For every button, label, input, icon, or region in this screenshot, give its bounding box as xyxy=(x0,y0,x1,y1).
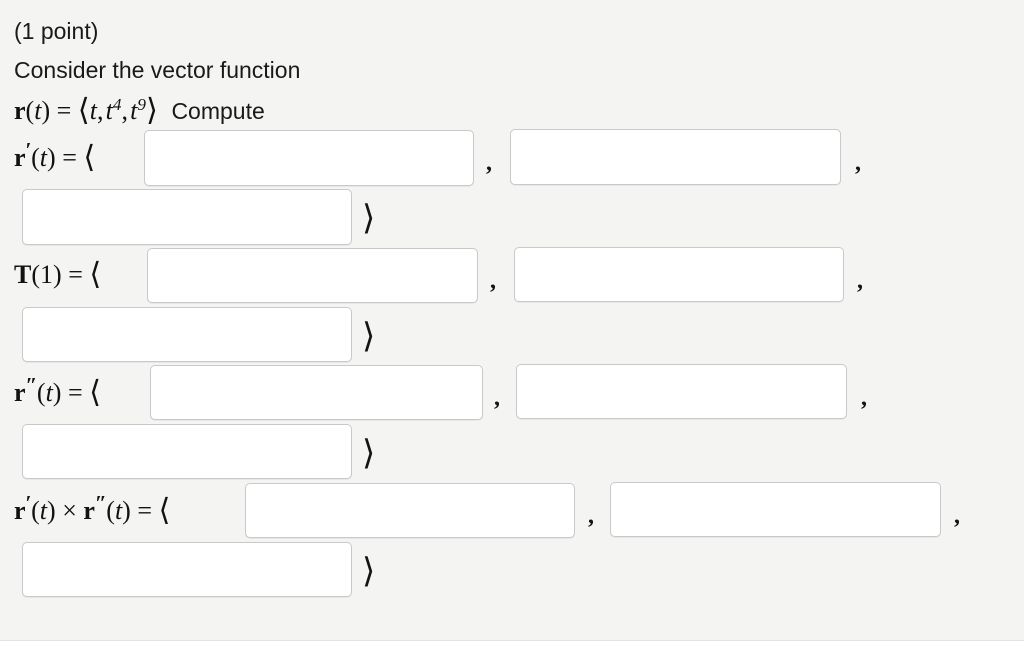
close-angle-T1: ⟩ xyxy=(362,318,376,355)
answer-input-T1-y[interactable] xyxy=(514,247,844,302)
compute-word: Compute xyxy=(171,98,265,124)
section-divider xyxy=(0,640,1024,641)
separator-comma-r-dprime-1: , xyxy=(494,385,500,411)
T1-equals: = xyxy=(68,260,83,289)
label-r-prime: r′(t) = ⟨ xyxy=(14,138,96,174)
cross-argument-1: t xyxy=(39,495,48,525)
r-dprime-vector-symbol: r xyxy=(14,377,26,407)
answer-input-r-dprime-y[interactable] xyxy=(516,364,847,419)
cross-equals: = xyxy=(137,495,153,525)
r-dprime-open-angle: ⟨ xyxy=(89,374,102,409)
separator-comma-cross-2: , xyxy=(954,503,960,529)
cross-argument-2: t xyxy=(114,495,123,525)
cross-prime-mark-2: ″ xyxy=(94,491,107,515)
r-prime-vector-symbol: r xyxy=(14,142,26,172)
cross-vector-symbol-1: r xyxy=(14,495,26,525)
T1-open-angle: ⟨ xyxy=(89,257,102,291)
definition-exponent-3: 9 xyxy=(137,95,146,115)
r-dprime-equals: = xyxy=(67,377,83,407)
T1-argument: 1 xyxy=(40,260,54,289)
answer-input-r-dprime-x[interactable] xyxy=(150,365,483,420)
definition-variable: t xyxy=(34,96,42,125)
label-cross-product: r′(t) × r″(t) = ⟨ xyxy=(14,491,171,527)
answer-input-cross-y[interactable] xyxy=(610,482,941,537)
answer-input-r-prime-x[interactable] xyxy=(144,130,474,186)
definition-exponent-2: 4 xyxy=(112,95,122,115)
separator-comma-T1-1: , xyxy=(490,268,496,294)
cross-prime-mark-1: ′ xyxy=(25,491,32,515)
T1-paren-open: ( xyxy=(31,260,41,289)
answer-input-r-dprime-z[interactable] xyxy=(22,424,352,479)
answer-input-r-prime-y[interactable] xyxy=(510,129,841,185)
close-angle-r-dprime: ⟩ xyxy=(362,435,376,472)
cross-paren-close-1: ) xyxy=(47,495,56,525)
T1-paren-close: ) xyxy=(53,260,62,289)
r-prime-argument: t xyxy=(39,142,48,172)
close-angle-r-prime: ⟩ xyxy=(362,200,376,237)
r-prime-equals: = xyxy=(62,142,77,172)
r-prime-paren-close: ) xyxy=(47,142,56,172)
page-footer-area xyxy=(0,641,1024,657)
cross-paren-open-2: ( xyxy=(106,495,115,525)
cross-product-operator: × xyxy=(62,495,77,525)
r-dprime-paren-open: ( xyxy=(36,377,46,407)
answer-input-T1-x[interactable] xyxy=(147,248,478,303)
T1-vector-symbol: T xyxy=(14,260,32,289)
definition-close-angle: ⟩ xyxy=(145,93,158,127)
answer-input-cross-x[interactable] xyxy=(245,483,575,538)
r-dprime-prime-mark: ″ xyxy=(25,373,38,397)
definition-equals: = xyxy=(56,96,72,125)
definition-component-1: t xyxy=(89,96,97,125)
definition-component-2: t xyxy=(105,96,113,125)
separator-comma-r-dprime-2: , xyxy=(861,385,867,411)
problem-prompt: Consider the vector function xyxy=(14,57,301,83)
answer-input-r-prime-z[interactable] xyxy=(22,189,352,245)
definition-open-angle: ⟨ xyxy=(77,93,90,127)
points-label: (1 point) xyxy=(14,18,99,44)
r-dprime-argument: t xyxy=(45,377,53,407)
cross-paren-open-1: ( xyxy=(31,495,40,525)
definition-component-3: t xyxy=(130,96,138,125)
answer-input-cross-z[interactable] xyxy=(22,542,352,597)
separator-comma-cross-1: , xyxy=(588,503,594,529)
answer-input-T1-z[interactable] xyxy=(22,307,352,362)
definition-vector-symbol: r xyxy=(14,96,26,125)
r-prime-open-angle: ⟨ xyxy=(83,139,96,174)
r-prime-paren-open: ( xyxy=(31,142,40,172)
r-dprime-paren-close: ) xyxy=(52,377,62,407)
vector-function-definition: r(t) = ⟨t, t4, t9⟩ Compute xyxy=(14,93,265,127)
separator-comma-r-prime-1: , xyxy=(486,150,492,176)
separator-comma-T1-2: , xyxy=(857,268,863,294)
label-r-double-prime: r″(t) = ⟨ xyxy=(14,373,102,409)
cross-paren-close-2: ) xyxy=(122,495,131,525)
r-prime-prime-mark: ′ xyxy=(25,138,32,162)
cross-vector-symbol-2: r xyxy=(83,495,95,525)
separator-comma-r-prime-2: , xyxy=(855,150,861,176)
close-angle-cross: ⟩ xyxy=(362,553,376,590)
label-T-at-1: T(1) = ⟨ xyxy=(14,257,102,291)
cross-open-angle: ⟨ xyxy=(158,492,171,527)
